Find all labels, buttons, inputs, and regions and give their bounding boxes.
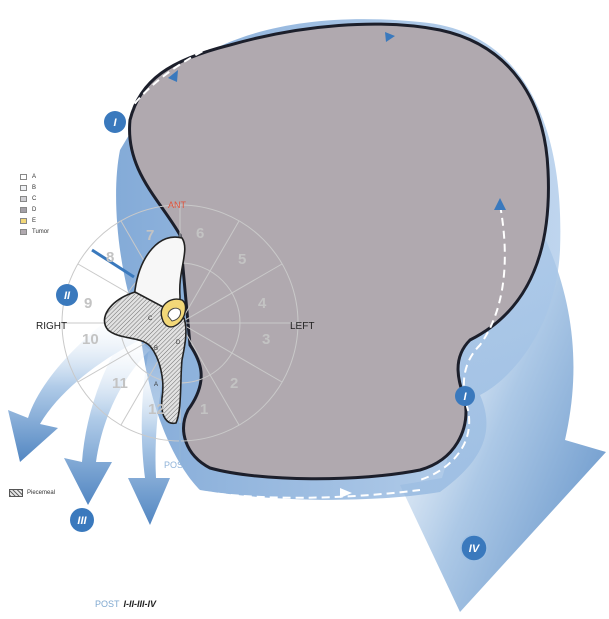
sequence-caption: POST I-II-III-IV (95, 599, 156, 609)
piecemeal-label: Piecemeal (27, 490, 55, 496)
legend-label: E (32, 218, 36, 224)
vertebra-letter-d: D (176, 340, 181, 346)
clock-number-11: 11 (112, 375, 128, 392)
clock-number-1: 1 (200, 401, 208, 418)
piecemeal-key: Piecemeal (9, 489, 55, 497)
legend-item: D (20, 204, 90, 215)
legend-item: B (20, 182, 90, 193)
clock-number-2: 2 (230, 375, 238, 392)
clock-number-10: 10 (82, 331, 99, 348)
piecemeal-swatch (9, 489, 23, 497)
legend-item: A (20, 171, 90, 182)
legend-item: Tumor (20, 226, 90, 237)
clock-number-8: 8 (106, 249, 114, 266)
clock-number-12: 12 (148, 401, 165, 418)
direction-right: RIGHT (36, 321, 67, 332)
legend-swatch (20, 185, 27, 191)
vertebra-letter-b: B (154, 346, 158, 352)
legend-label: Tumor (32, 229, 49, 235)
approach-ii-label: II (64, 290, 71, 302)
clock-number-5: 5 (238, 251, 246, 268)
legend-label: C (32, 196, 36, 202)
clock-number-3: 3 (262, 331, 270, 348)
direction-post: POST (164, 460, 189, 470)
approach-iv-label: IV (469, 543, 481, 555)
legend-swatch (20, 207, 27, 213)
approach-iii-label: III (77, 515, 87, 527)
direction-ant: ANT (168, 200, 187, 210)
caption-sequence: I-II-III-IV (124, 599, 157, 609)
legend-item: C (20, 193, 90, 204)
caption-prefix: POST (95, 599, 120, 609)
vertebra-letter-c: C (148, 316, 153, 322)
clock-number-7: 7 (146, 227, 154, 244)
vertebra-letter-a: A (154, 382, 158, 388)
legend-label: B (32, 185, 36, 191)
legend-swatch (20, 196, 27, 202)
legend-label: A (32, 174, 36, 180)
clock-number-9: 9 (84, 295, 92, 312)
clock-number-6: 6 (196, 225, 204, 242)
legend-item: E (20, 215, 90, 226)
legend-swatch (20, 229, 27, 235)
legend-swatch (20, 218, 27, 224)
clock-number-4: 4 (258, 295, 267, 312)
legend-swatch (20, 174, 27, 180)
direction-left: LEFT (290, 321, 314, 332)
legend-label: D (32, 207, 36, 213)
